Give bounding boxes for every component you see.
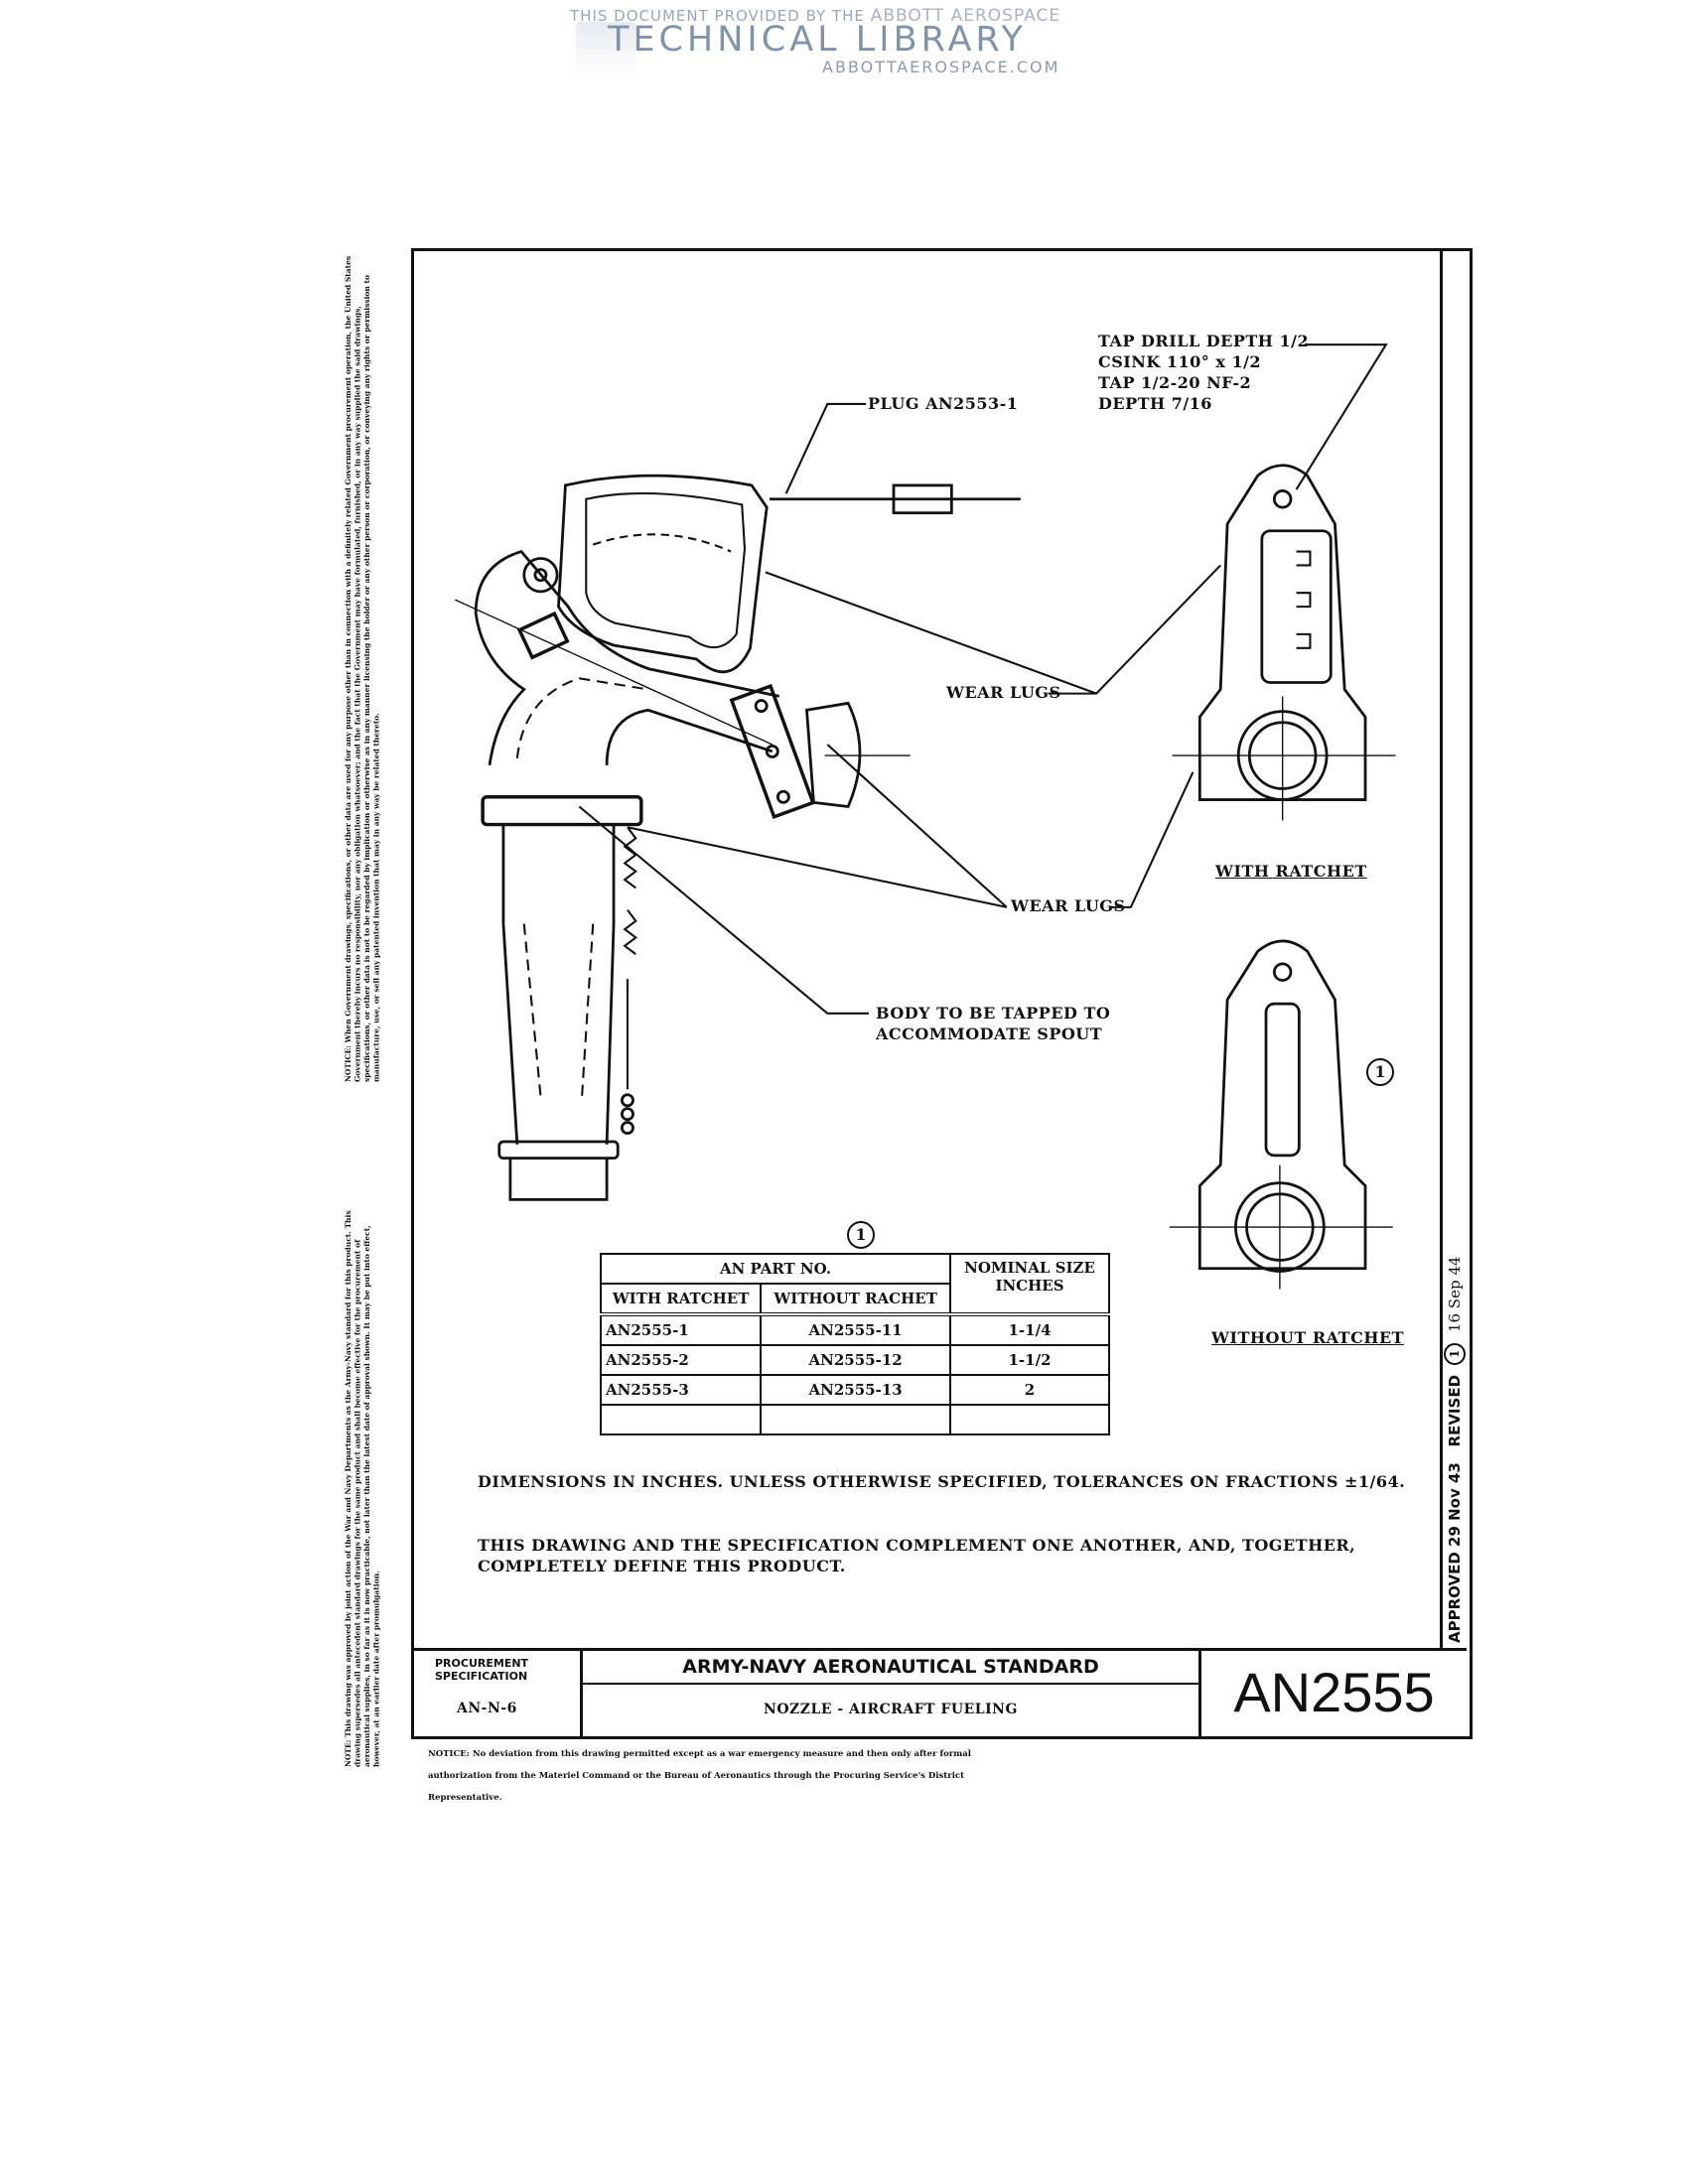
cell-with <box>599 1404 763 1435</box>
wear-lugs-upper-callout: WEAR LUGS <box>946 683 1061 702</box>
nozzle-side-view <box>455 474 1021 1201</box>
watermark-url[interactable]: ABBOTTAEROSPACE.COM <box>822 58 1060 76</box>
table-row <box>599 1404 1110 1435</box>
parts-table: AN PART NO. NOMINAL SIZE INCHES WITH RAT… <box>599 1253 1110 1435</box>
procurement-spec: AN-N-6 <box>457 1701 517 1716</box>
tap-drill-callout: TAP DRILL DEPTH 1/2 CSINK 110° x 1/2 TAP… <box>1098 331 1309 414</box>
cell-size <box>949 1404 1110 1435</box>
table-revision-mark: 1 <box>847 1221 875 1249</box>
body-tapped-line1: BODY TO BE TAPPED TO <box>876 1004 1111 1023</box>
watermark-prefix: THIS DOCUMENT PROVIDED BY THE <box>570 7 865 25</box>
cell-size: 2 <box>949 1374 1110 1406</box>
complement-note: THIS DRAWING AND THE SPECIFICATION COMPL… <box>478 1536 1356 1575</box>
drawing-number: AN2555 <box>1233 1661 1435 1723</box>
with-ratchet-label: WITH RATCHET <box>1215 862 1367 881</box>
cell-without <box>760 1404 951 1435</box>
cell-size: 1-1/4 <box>949 1313 1110 1346</box>
bottom-notice: NOTICE: No deviation from this drawing p… <box>428 1749 971 1803</box>
procurement-label: PROCUREMENT SPECIFICATION <box>435 1657 529 1683</box>
cell-without: AN2555-11 <box>760 1313 951 1346</box>
watermark-line1: THIS DOCUMENT PROVIDED BY THE ABBOTT AER… <box>570 6 1060 26</box>
cell-size: 1-1/2 <box>949 1344 1110 1376</box>
watermark-logo-shape <box>576 22 635 77</box>
dimensions-note: DIMENSIONS IN INCHES. UNLESS OTHERWISE S… <box>478 1472 1406 1491</box>
watermark-brand: ABBOTT AEROSPACE <box>870 6 1061 26</box>
watermark-title: TECHNICAL LIBRARY <box>608 20 1027 60</box>
with-ratchet-view <box>1172 464 1396 821</box>
tap-drill-line: TAP DRILL DEPTH 1/2 <box>1098 332 1310 350</box>
body-tapped-callout: BODY TO BE TAPPED TO ACCOMMODATE SPOUT <box>876 1003 1110 1044</box>
title-cell: ARMY-NAVY AERONAUTICAL STANDARD NOZZLE -… <box>583 1648 1201 1736</box>
body-tapped-line2: ACCOMMODATE SPOUT <box>876 1024 1103 1043</box>
depth-line: DEPTH 7/16 <box>1098 394 1212 413</box>
tap-thread-line: TAP 1/2-20 NF-2 <box>1098 373 1252 392</box>
procurement-cell: PROCUREMENT SPECIFICATION AN-N-6 <box>411 1648 583 1736</box>
plug-callout: PLUG AN2553-1 <box>868 394 1019 413</box>
header-with-ratchet: WITH RATCHET <box>599 1283 763 1315</box>
drawing-title: NOZZLE - AIRCRAFT FUELING <box>764 1702 1018 1717</box>
standard-heading: ARMY-NAVY AERONAUTICAL STANDARD <box>583 1651 1198 1685</box>
header-nominal-size: NOMINAL SIZE INCHES <box>949 1253 1110 1315</box>
csink-line: CSINK 110° x 1/2 <box>1098 352 1262 371</box>
cell-with: AN2555-1 <box>599 1313 763 1346</box>
leader-lines <box>578 343 1388 1015</box>
cell-with: AN2555-3 <box>599 1374 763 1406</box>
approval-strip-divider <box>1440 248 1443 1648</box>
cell-without: AN2555-12 <box>760 1344 951 1376</box>
revision-mark-view: 1 <box>1366 1058 1394 1086</box>
wear-lugs-lower-callout: WEAR LUGS <box>1011 896 1126 915</box>
number-cell: AN2555 <box>1201 1648 1467 1736</box>
cell-with: AN2555-2 <box>599 1344 763 1376</box>
header-without-ratchet: WITHOUT RACHET <box>760 1283 951 1315</box>
without-ratchet-view <box>1169 939 1393 1290</box>
header-an-part-no: AN PART NO. <box>600 1253 951 1285</box>
drawing-border <box>411 248 1473 1739</box>
cell-without: AN2555-13 <box>760 1374 951 1406</box>
without-ratchet-label: WITHOUT RATCHET <box>1211 1328 1405 1347</box>
